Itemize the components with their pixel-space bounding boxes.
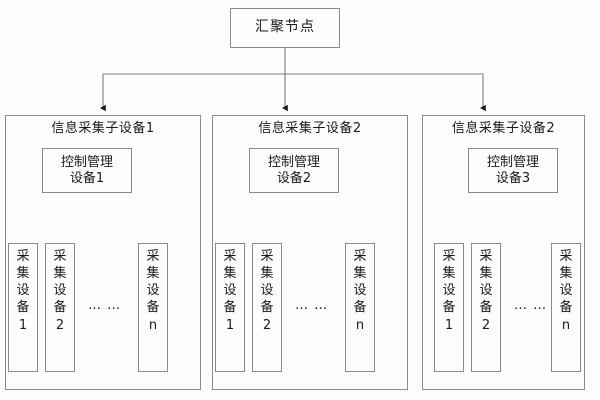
leaf-char: 设 [479,283,493,299]
leaf-char: 设 [223,283,237,299]
leaf-char: 集 [559,266,573,282]
node-aggregation-label: 汇聚节点 [255,19,315,36]
leaf-char: 采 [353,249,367,264]
leaf-char: 备 [16,300,30,316]
leaf-char: 备 [260,300,274,316]
leaf-index: 1 [18,317,28,333]
leaf-index: 2 [55,317,65,333]
leaf-char: 设 [442,283,456,299]
acquisition-device-box-3-1[interactable]: 采 集 设 备 1 [434,243,464,372]
group-2-ellipsis: … … [295,298,329,313]
acquisition-device-box-1-2[interactable]: 采 集 设 备 2 [45,243,75,372]
leaf-char: 备 [479,300,493,316]
group-3-ellipsis: … … [514,298,548,313]
leaf-char: 备 [223,300,237,316]
group-1-ellipsis: … … [88,298,122,313]
leaf-index: 1 [225,317,235,333]
control-device-line2-3: 设备3 [495,170,531,186]
group-title-2: 信息采集子设备2 [258,121,362,136]
leaf-char: 采 [559,249,573,264]
leaf-index: n [148,317,158,333]
leaf-index: 2 [481,317,491,333]
acquisition-device-box-1-n[interactable]: 采 集 设 备 n [138,243,168,372]
leaf-char: 备 [53,300,67,316]
control-device-line2-2: 设备2 [276,170,312,186]
control-device-box-1[interactable]: 控制管理 设备1 [42,148,132,193]
leaf-char: 设 [353,283,367,299]
control-device-line1-2: 控制管理 [267,154,320,170]
leaf-char: 集 [479,266,493,282]
leaf-char: 集 [442,266,456,282]
acquisition-device-box-3-2[interactable]: 采 集 设 备 2 [471,243,501,372]
acquisition-device-box-1-1[interactable]: 采 集 设 备 1 [8,243,38,372]
leaf-char: 采 [223,249,237,264]
leaf-char: 设 [53,283,67,299]
group-title-1: 信息采集子设备1 [51,121,155,136]
acquisition-device-box-2-n[interactable]: 采 集 设 备 n [345,243,375,372]
control-device-line1-3: 控制管理 [486,154,539,170]
leaf-char: 集 [353,266,367,282]
leaf-char: 采 [442,249,456,264]
node-aggregation[interactable]: 汇聚节点 [230,8,340,48]
leaf-index: 2 [262,317,272,333]
leaf-index: n [561,317,571,333]
control-device-box-2[interactable]: 控制管理 设备2 [249,148,339,193]
control-device-line1-1: 控制管理 [60,154,113,170]
leaf-char: 设 [559,283,573,299]
leaf-char: 采 [16,249,30,264]
leaf-index: n [355,317,365,333]
leaf-char: 集 [223,266,237,282]
acquisition-device-box-2-1[interactable]: 采 集 设 备 1 [215,243,245,372]
leaf-char: 备 [559,300,573,316]
group-title-3: 信息采集子设备2 [451,121,556,136]
leaf-char: 备 [146,300,160,316]
leaf-char: 设 [146,283,160,299]
control-device-box-3[interactable]: 控制管理 设备3 [468,148,558,193]
leaf-char: 集 [16,266,30,282]
leaf-char: 集 [146,266,160,282]
leaf-char: 集 [260,266,274,282]
leaf-char: 采 [146,249,160,264]
leaf-char: 采 [260,249,274,264]
leaf-char: 设 [16,283,30,299]
acquisition-device-box-3-n[interactable]: 采 集 设 备 n [551,243,581,372]
leaf-char: 采 [53,249,67,264]
root-fanout [100,48,486,112]
control-device-line2-1: 设备1 [69,170,105,186]
leaf-char: 设 [260,283,274,299]
leaf-char: 备 [442,300,456,316]
leaf-char: 采 [479,249,493,264]
leaf-char: 备 [353,300,367,316]
acquisition-device-box-2-2[interactable]: 采 集 设 备 2 [252,243,282,372]
leaf-index: 1 [444,317,454,333]
leaf-char: 集 [53,266,67,282]
